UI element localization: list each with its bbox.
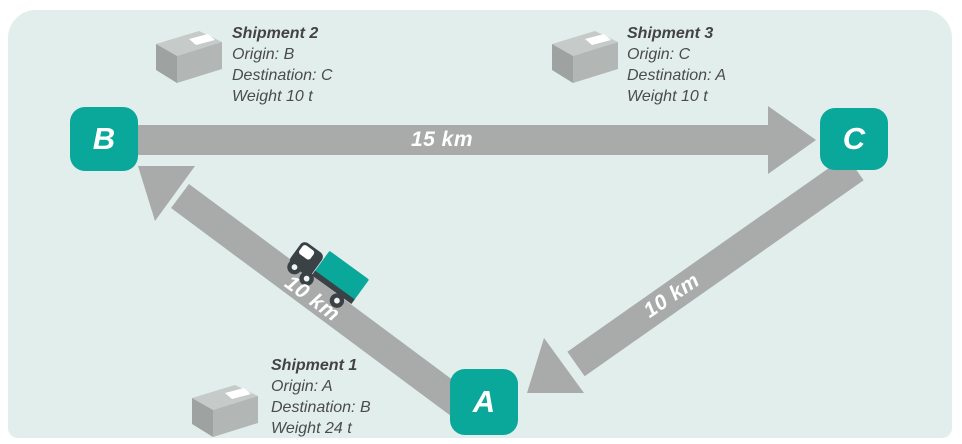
shipment-1-info: Shipment 1 Origin: A Destination: B Weig… xyxy=(271,355,371,439)
node-a: A xyxy=(450,369,518,435)
shipment-origin: Origin: A xyxy=(271,378,333,395)
package-icon xyxy=(156,31,222,83)
shipment-destination: Destination: C xyxy=(232,67,333,84)
truck-icon xyxy=(287,242,369,308)
shipment-3-info: Shipment 3 Origin: C Destination: A Weig… xyxy=(627,23,726,107)
shipment-2-info: Shipment 2 Origin: B Destination: C Weig… xyxy=(232,23,333,107)
package-icon xyxy=(552,31,618,83)
shipment-title: Shipment 2 xyxy=(232,25,319,42)
node-c: C xyxy=(820,108,888,170)
package-icon xyxy=(192,385,258,437)
shipment-weight: Weight 10 t xyxy=(627,88,708,105)
shipment-title: Shipment 1 xyxy=(271,357,358,374)
edge-label-b-c: 15 km xyxy=(410,128,474,151)
shipment-destination: Destination: A xyxy=(627,67,727,84)
shipment-destination: Destination: B xyxy=(271,399,371,416)
node-b: B xyxy=(70,107,138,171)
shipment-title: Shipment 3 xyxy=(627,25,714,42)
shipment-origin: Origin: B xyxy=(232,46,295,63)
edge-a-to-b-arrow xyxy=(138,166,477,423)
shipment-origin: Origin: C xyxy=(627,46,691,63)
shipment-weight: Weight 24 t xyxy=(271,420,352,437)
edge-b-to-c-arrow xyxy=(137,106,816,174)
edge-c-to-a-arrow xyxy=(527,155,864,393)
shipment-weight: Weight 10 t xyxy=(232,88,313,105)
